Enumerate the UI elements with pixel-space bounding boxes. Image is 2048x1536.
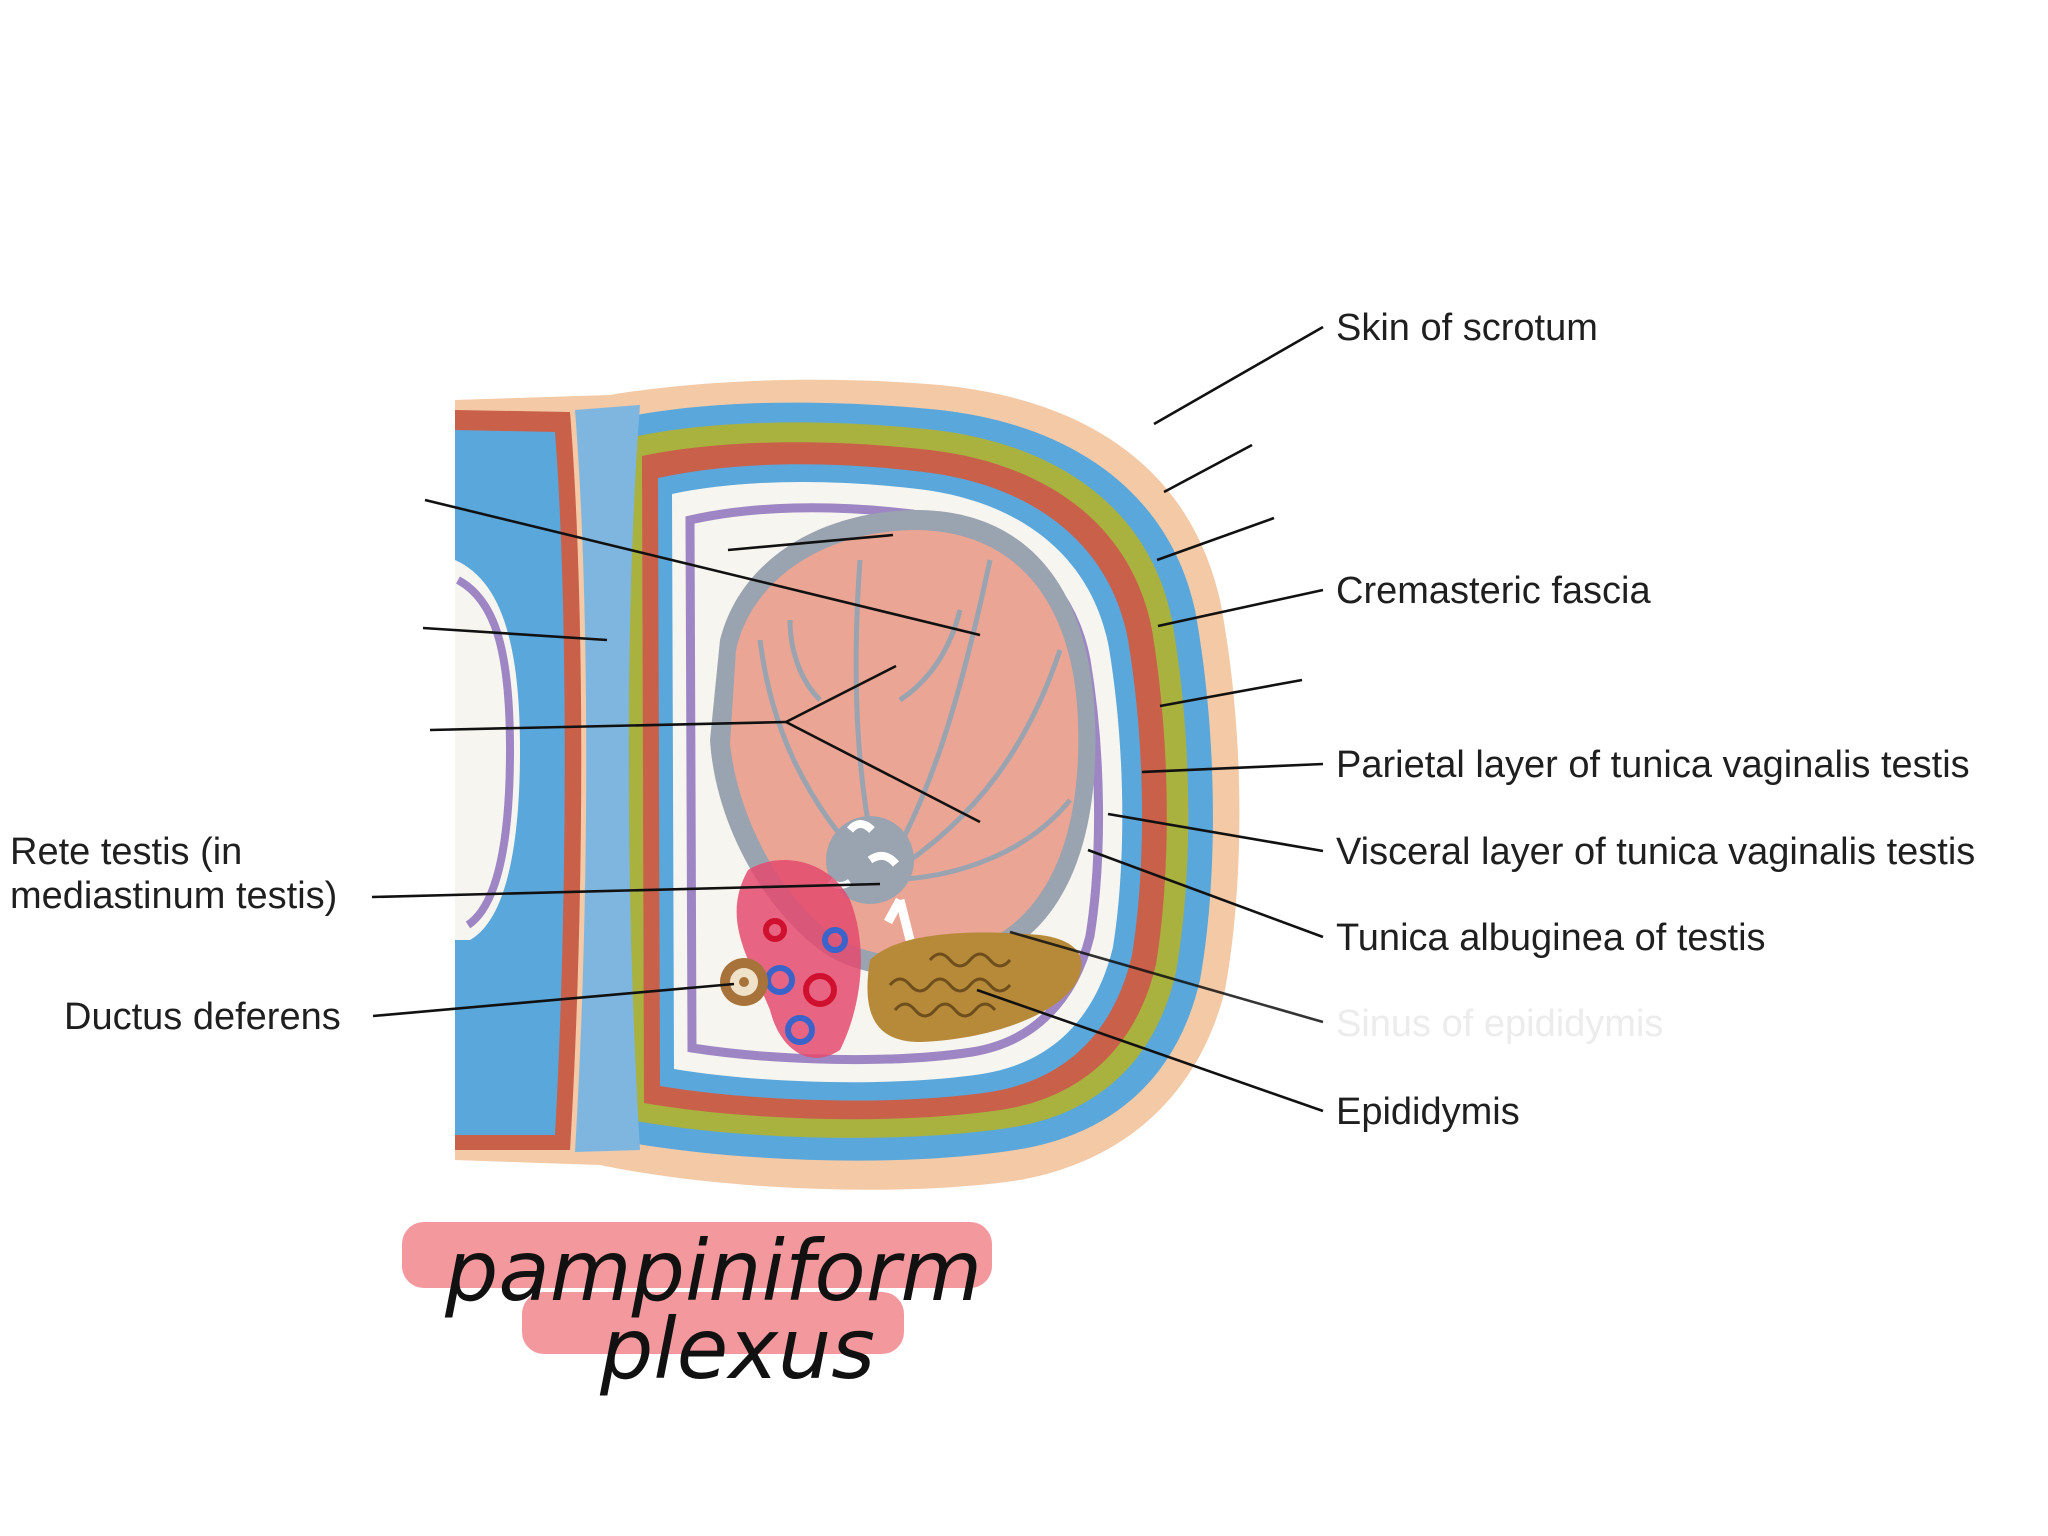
handwritten-pampiniform: pampiniform [444,1222,982,1320]
leader-left-1 [424,498,981,637]
label-tunica-albuginea: Tunica albuginea of testis [1336,917,1766,959]
label-skin-of-scrotum: Skin of scrotum [1336,307,1598,349]
pampiniform-plexus [736,860,861,1058]
leader-cremasteric [1157,588,1324,628]
label-visceral-layer: Visceral layer of tunica vaginalis testi… [1336,831,1975,873]
scrotum-illustration [455,379,1240,1190]
testis-parenchyma [730,530,1079,957]
label-rete-testis-line2: mediastinum testis) [10,875,337,917]
scrotal-septum [575,405,640,1152]
leader-parietal [1141,762,1324,774]
leader-left-3 [429,720,787,732]
leader-skin [1153,325,1324,426]
leader-ductus [372,982,735,1018]
plexus-vessels [763,918,848,1045]
highlight-bar-2 [522,1292,904,1354]
rete-testis [826,816,915,942]
handwritten-plexus: plexus [599,1300,875,1398]
highlight-bar-1 [402,1222,992,1288]
epididymis-tubules [888,952,1012,1018]
leader-sinus [1009,930,1324,1024]
leader-layer-3 [1156,516,1275,562]
leader-albuginea [1087,848,1324,939]
leader-lines [371,325,1324,1113]
leader-left-1b [727,533,894,552]
leader-left-2 [422,626,608,642]
leader-layer-5 [1159,678,1303,708]
label-ductus-deferens: Ductus deferens [64,996,341,1038]
leader-rete [371,882,881,899]
label-parietal-layer: Parietal layer of tunica vaginalis testi… [1336,744,1970,786]
label-cremasteric-fascia: Cremasteric fascia [1336,570,1651,612]
leader-left-3a [785,664,897,724]
labels: Skin of scrotum Cremasteric fascia Parie… [10,307,1975,1133]
label-sinus-of-epididymis: Sinus of epididymis [1336,1003,1663,1045]
leader-left-3b [785,720,981,824]
leader-epididymis [976,988,1324,1113]
ductus-deferens [720,958,768,1006]
handwritten-annotation: pampiniform plexus [402,1222,992,1398]
label-epididymis: Epididymis [1336,1091,1520,1133]
leader-visceral [1107,812,1324,853]
label-rete-testis-line1: Rete testis (in [10,831,242,873]
leader-layer-2 [1163,443,1253,494]
